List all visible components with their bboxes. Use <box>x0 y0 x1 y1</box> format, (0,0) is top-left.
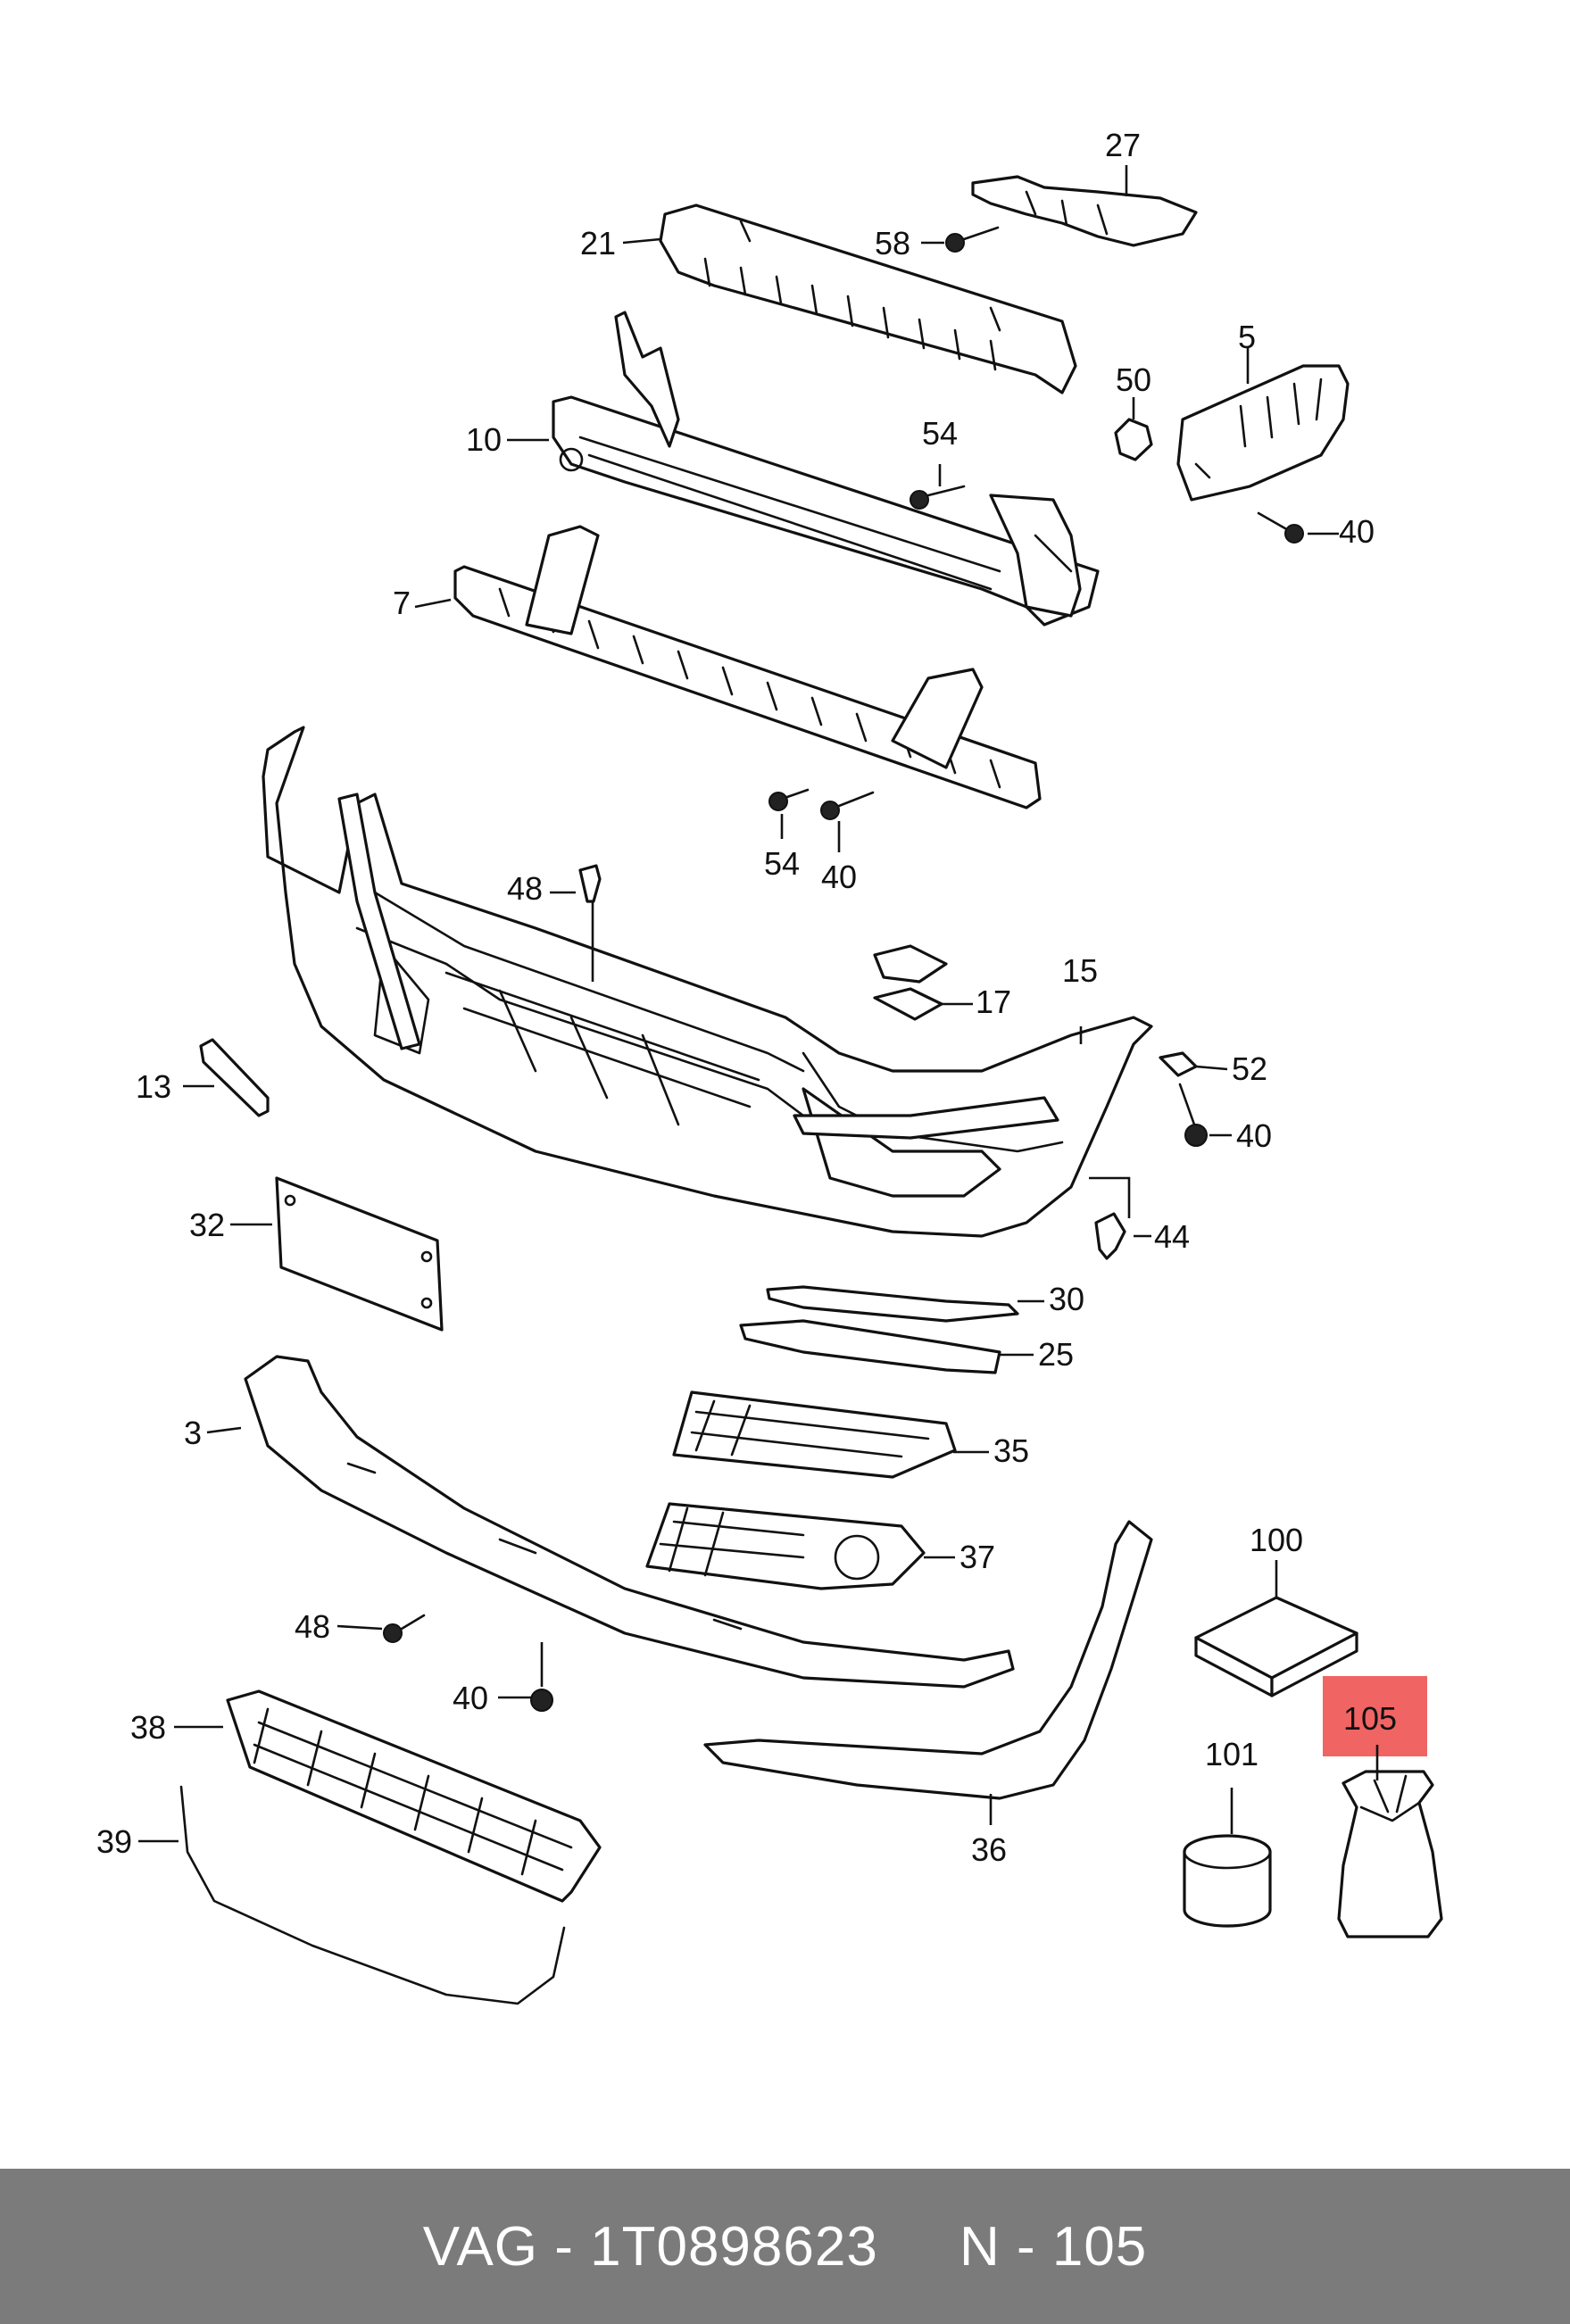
part-37-grille-fog[interactable] <box>645 1502 926 1590</box>
callout-36: 36 <box>971 1831 1007 1868</box>
part-7-absorber[interactable] <box>453 525 1042 809</box>
part-58-screw[interactable] <box>945 226 1000 253</box>
callout-13: 13 <box>136 1068 171 1105</box>
callout-54-mid: 54 <box>764 845 800 882</box>
part-32-plate-holder[interactable] <box>275 1176 444 1332</box>
part-40-screw-low[interactable] <box>530 1642 553 1712</box>
part-100-pad[interactable] <box>1194 1596 1358 1697</box>
callout-10: 10 <box>466 421 502 458</box>
part-35-grille-insert[interactable] <box>672 1390 957 1479</box>
part-40-screw-mid[interactable] <box>820 791 875 820</box>
callout-54-top: 54 <box>922 415 958 452</box>
part-52-clip[interactable] <box>1159 1051 1198 1077</box>
part-36-lip[interactable] <box>703 1520 1153 1800</box>
callout-21: 21 <box>580 225 616 261</box>
callout-40-low: 40 <box>453 1680 488 1716</box>
callout-44: 44 <box>1154 1218 1190 1255</box>
part-13-cap[interactable] <box>199 1038 270 1117</box>
callout-15: 15 <box>1062 952 1098 989</box>
callout-38: 38 <box>130 1709 166 1746</box>
part-48-clip-top[interactable] <box>578 864 602 982</box>
callout-50: 50 <box>1116 361 1151 398</box>
footer-part-number: VAG - 1T0898623 N - 105 <box>422 2215 1148 2278</box>
highlight-box-105 <box>1323 1676 1427 1756</box>
callout-7: 7 <box>393 585 411 621</box>
part-17-plate[interactable] <box>873 987 943 1021</box>
part-5-plate[interactable] <box>1176 364 1350 502</box>
callout-100: 100 <box>1250 1522 1303 1558</box>
part-44-clip[interactable] <box>1089 1176 1131 1260</box>
callout-5: 5 <box>1238 319 1256 355</box>
callout-40-mid: 40 <box>821 859 857 895</box>
leader-lines <box>138 165 1379 1843</box>
part-50-clip[interactable] <box>1114 418 1153 461</box>
callout-58: 58 <box>875 225 910 261</box>
callout-30: 30 <box>1049 1281 1084 1317</box>
part-15-bumper-cover[interactable] <box>262 726 1153 1238</box>
part-27-bracket[interactable] <box>971 175 1198 247</box>
callout-3: 3 <box>184 1415 202 1451</box>
part-40-screw-top[interactable] <box>1257 511 1304 544</box>
part-25-trim[interactable] <box>739 1319 1001 1374</box>
part-54-screw-top[interactable] <box>910 485 966 510</box>
callout-40-right-top: 40 <box>1339 513 1375 550</box>
callout-32: 32 <box>189 1207 225 1243</box>
callout-52: 52 <box>1232 1050 1267 1087</box>
footer-bar: VAG - 1T0898623 N - 105 <box>0 2169 1570 2324</box>
callout-35: 35 <box>993 1432 1029 1469</box>
callout-105: 105 <box>1343 1700 1397 1737</box>
callout-48-low: 48 <box>295 1608 330 1645</box>
part-21-absorber[interactable] <box>659 203 1077 394</box>
part-48-clip-low[interactable] <box>383 1614 426 1643</box>
part-10-carrier[interactable] <box>552 311 1100 627</box>
callout-25: 25 <box>1038 1336 1074 1373</box>
part-40-screw-right[interactable] <box>1178 1083 1208 1147</box>
callout-39: 39 <box>96 1823 132 1860</box>
parts-diagram: 27 21 58 5 50 10 54 40 7 54 40 48 15 17 … <box>96 127 1443 2005</box>
callout-40-right-mid: 40 <box>1236 1117 1272 1154</box>
part-3-spoiler[interactable] <box>244 1355 1015 1689</box>
callout-17: 17 <box>976 984 1011 1020</box>
part-39-strip[interactable] <box>179 1785 566 2005</box>
part-105-bag[interactable] <box>1337 1770 1443 1938</box>
callout-48-top: 48 <box>507 870 543 907</box>
part-30-strip[interactable] <box>766 1285 1019 1323</box>
callout-numbers: 27 21 58 5 50 10 54 40 7 54 40 48 15 17 … <box>96 127 1397 1868</box>
callout-27: 27 <box>1105 127 1141 163</box>
part-54-screw-mid[interactable] <box>768 788 810 811</box>
callout-37: 37 <box>959 1539 995 1575</box>
callout-101: 101 <box>1205 1736 1258 1772</box>
part-38-lower-grille[interactable] <box>226 1689 602 1903</box>
part-101-tin[interactable] <box>1183 1834 1272 1928</box>
